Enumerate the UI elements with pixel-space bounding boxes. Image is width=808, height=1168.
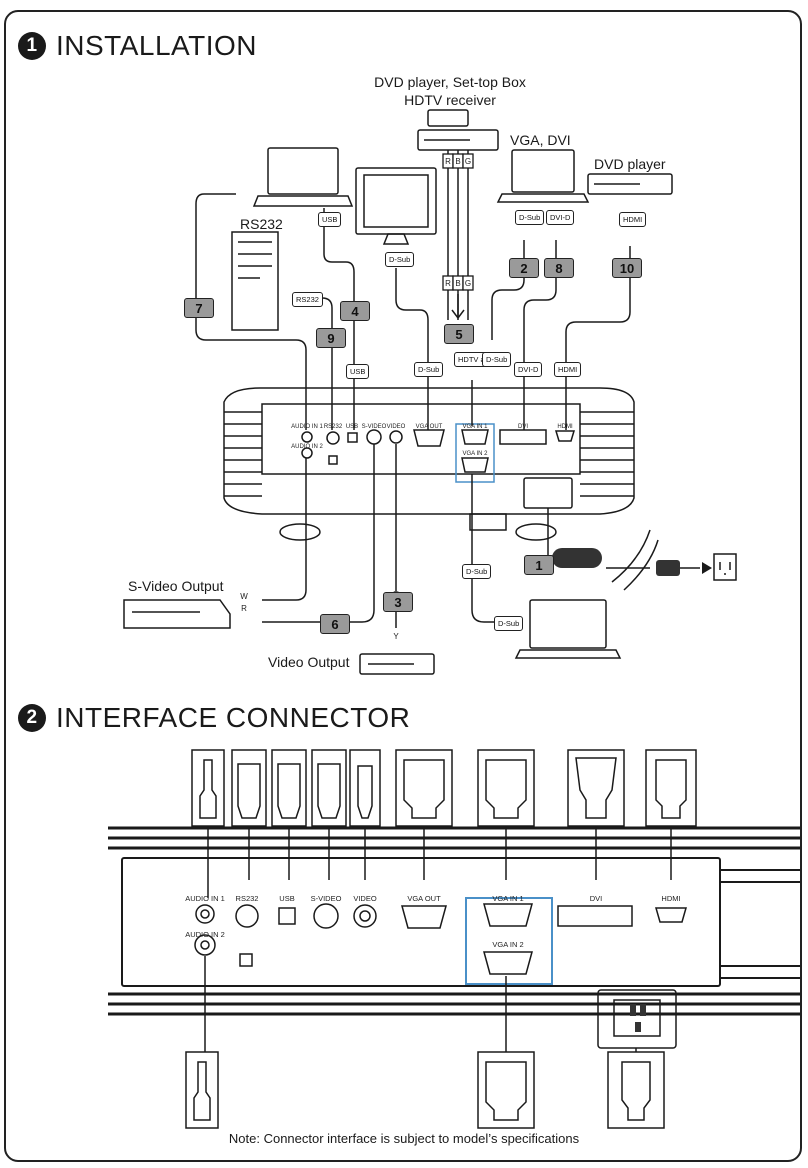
dsub-connector-label: D-Sub (494, 616, 524, 631)
cable-badge-2: 2 (509, 258, 539, 278)
dvd-player-icon (123, 599, 231, 629)
port-label-audio-in-2: AUDIO IN 2 (185, 930, 225, 939)
port-label-vga-in-1: VGA IN 1 (462, 424, 488, 430)
port-label-vga-in-2: VGA IN 2 (492, 940, 524, 949)
dsub-connector-label: D-Sub (515, 210, 545, 225)
dvd-player-icon (417, 109, 499, 151)
pc-tower-icon (231, 231, 279, 331)
dvd-player-label: DVD player (594, 156, 666, 172)
dvd-stb-label-line1: DVD player, Set-top Box (374, 74, 526, 90)
port-label-s-video: S-VIDEO (361, 424, 387, 430)
dsub-connector-label: D-Sub (462, 564, 492, 579)
section-title-text: INTERFACE CONNECTOR (56, 702, 411, 733)
port-label-vga-in-1: VGA IN 1 (492, 894, 524, 903)
cable-badge-3: 3 (383, 592, 413, 612)
port-label-vga-out: VGA OUT (407, 894, 441, 903)
port-label-hdmi: HDMI (661, 894, 681, 903)
section-interface-title: 2 INTERFACE CONNECTOR (18, 702, 410, 734)
cable-badge-6: 6 (320, 614, 350, 634)
dsub-connector-label: D-Sub (385, 252, 415, 267)
dvid-connector-label: DVI-D (514, 362, 543, 377)
cable-badge-8: 8 (544, 258, 574, 278)
footnote: Note: Connector interface is subject to … (228, 1131, 580, 1146)
port-label-audio-in-1: AUDIO IN 1 (185, 894, 225, 903)
rs232-device-label: RS232 (240, 216, 283, 232)
section-installation-title: 1 INSTALLATION (18, 30, 257, 62)
usb-connector-label: USB (318, 212, 342, 227)
projector-icon (223, 387, 635, 541)
cable-badge-9: 9 (316, 328, 346, 348)
laptop-icon (252, 147, 354, 207)
dsub-connector-label: D-Sub (414, 362, 444, 377)
dvd-player-icon (587, 173, 673, 195)
laptop-icon (496, 149, 590, 203)
port-label-dvi: DVI (589, 894, 603, 903)
port-label-vga-out: VGA OUT (415, 424, 443, 430)
cable-badge-10: 10 (612, 258, 642, 278)
usb-connector-label: USB (346, 364, 370, 379)
cable-badge-5: 5 (444, 324, 474, 344)
cable-badge-4: 4 (340, 301, 370, 321)
rca-r-label: R (445, 157, 451, 166)
section-number-badge: 1 (18, 32, 46, 60)
dvid-connector-label: DVI-D (546, 210, 575, 225)
port-label-video: VIDEO (353, 894, 377, 903)
rca-b-label: B (455, 157, 461, 166)
port-label-hdmi: HDMI (557, 424, 573, 430)
rca-g-label: G (464, 279, 472, 288)
port-label-vga-in-2: VGA IN 2 (462, 451, 488, 457)
hdmi-connector-label: HDMI (619, 212, 647, 227)
power-plug-icon (552, 548, 602, 568)
video-output-label: Video Output (268, 654, 350, 670)
port-label-audio-in-1: AUDIO IN 1 (291, 424, 323, 430)
port-label-usb: USB (279, 894, 295, 903)
dvd-stb-label-line2: HDTV receiver (404, 92, 496, 108)
rca-w-label: W (240, 592, 248, 601)
rca-y-label: Y (393, 632, 399, 641)
port-label-audio-in-2: AUDIO IN 2 (291, 444, 323, 450)
wall-outlet-icon (713, 553, 737, 581)
installation-diagram (123, 109, 737, 675)
hdmi-connector-label: HDMI (554, 362, 582, 377)
laptop-icon (514, 599, 622, 659)
cable-badge-1: 1 (524, 555, 554, 575)
port-label-rs232: RS232 (323, 424, 343, 430)
rca-g-label: G (464, 157, 472, 166)
port-label-video: VIDEO (386, 424, 406, 430)
rs232-connector-label: RS232 (292, 292, 323, 307)
rca-r-label: R (445, 279, 451, 288)
port-label-dvi: DVI (517, 424, 529, 430)
svideo-output-label: S-Video Output (128, 578, 224, 594)
section-title-text: INSTALLATION (56, 30, 258, 61)
dsub-connector-label: D-Sub (482, 352, 512, 367)
section-number-badge: 2 (18, 704, 46, 732)
port-label-usb: USB (345, 424, 359, 430)
port-label-s-video: S-VIDEO (310, 894, 342, 903)
rca-r-label: R (241, 604, 247, 613)
port-label-rs232: RS232 (235, 894, 259, 903)
vga-dvi-label: VGA, DVI (510, 132, 571, 148)
page-frame (4, 10, 802, 1162)
cable-badge-7: 7 (184, 298, 214, 318)
dvd-player-icon (359, 653, 435, 675)
monitor-icon (355, 167, 437, 245)
rca-b-label: B (455, 279, 461, 288)
